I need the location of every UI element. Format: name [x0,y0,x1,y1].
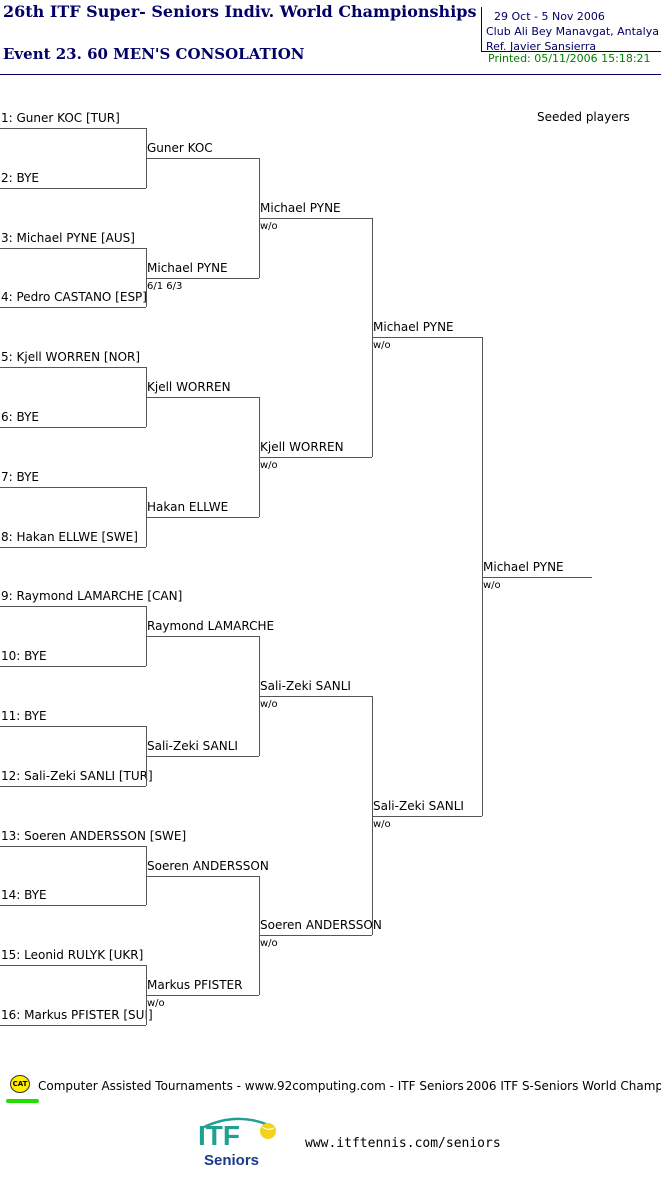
bracket-line [0,846,146,847]
draw-entry: 13: Soeren ANDERSSON [SWE] [1,829,187,843]
bracket-connector [146,846,147,905]
bracket-line [146,278,259,279]
itf-seniors-logo: ITF Seniors [196,1112,276,1172]
draw-entry: 11: BYE [1,709,47,723]
footer-event-name: 2006 ITF S-Seniors World Champ [466,1079,661,1093]
bracket-line [0,188,146,189]
event-dates: 29 Oct - 5 Nov 2006 [494,10,605,23]
bracket-line [0,1025,146,1026]
draw-entry: 14: BYE [1,888,47,902]
bracket-connector [146,248,147,307]
match-winner: Sali-Zeki SANLI [260,679,351,693]
cat-logo-icon: CAT [10,1075,30,1093]
draw-entry: 12: Sali-Zeki SANLI [TUR] [1,769,153,783]
bracket-line [146,636,259,637]
match-winner: Michael PYNE [483,560,564,574]
match-winner: Guner KOC [147,141,213,155]
bracket-line [259,935,372,936]
bracket-line [372,337,482,338]
bracket-line [146,995,259,996]
draw-entry: 8: Hakan ELLWE [SWE] [1,530,138,544]
draw-entry: 10: BYE [1,649,47,663]
bracket-line [0,547,146,548]
bracket-line [482,577,592,578]
header-divider [0,74,661,75]
bracket-line [0,905,146,906]
bracket-line [0,487,146,488]
match-winner: Sali-Zeki SANLI [147,739,238,753]
bracket-line [0,606,146,607]
match-score: w/o [147,998,165,1009]
match-winner: Soeren ANDERSSON [147,859,269,873]
bracket-line [146,397,259,398]
match-score: w/o [373,340,391,351]
draw-entry: 2: BYE [1,171,39,185]
itf-seniors-link[interactable]: www.itftennis.com/seniors [305,1136,501,1151]
bracket-line [0,965,146,966]
event-venue: Club Ali Bey Manavgat, Antalya [486,25,659,38]
draw-entry: 9: Raymond LAMARCHE [CAN] [1,589,183,603]
bracket-line [0,307,146,308]
championship-title: 26th ITF Super- Seniors Indiv. World Cha… [3,2,477,21]
tennis-ball-icon [201,1117,276,1139]
bracket-line [259,696,372,697]
match-score: 6/1 6/3 [147,281,183,292]
draw-entry: 5: Kjell WORREN [NOR] [1,350,141,364]
match-winner: Michael PYNE [147,261,228,275]
bracket-line [372,816,482,817]
draw-entry: 1: Guner KOC [TUR] [1,111,120,125]
bracket-connector [372,696,373,935]
draw-entry: 7: BYE [1,470,39,484]
bracket-line [146,756,259,757]
itf-logo-subtitle: Seniors [204,1152,260,1169]
match-winner: Kjell WORREN [260,440,344,454]
draw-entry: 15: Leonid RULYK [UKR] [1,948,144,962]
match-winner: Kjell WORREN [147,380,231,394]
match-winner: Soeren ANDERSSON [260,918,382,932]
itf-logo-text: ITF [198,1120,240,1151]
match-winner: Sali-Zeki SANLI [373,799,464,813]
bracket-line [146,876,259,877]
draw-entry: 6: BYE [1,410,39,424]
match-score: w/o [260,699,278,710]
bracket-line [0,128,146,129]
footer-credit: Computer Assisted Tournaments - www.92co… [38,1079,464,1093]
match-score: w/o [260,938,278,949]
draw-entry: 3: Michael PYNE [AUS] [1,231,135,245]
bracket-line [0,427,146,428]
bracket-line [0,786,146,787]
match-winner: Markus PFISTER [147,978,243,992]
bracket-line [0,367,146,368]
seeded-players-label: Seeded players [537,110,630,124]
bracket-line [146,517,259,518]
bracket-line [146,158,259,159]
bracket-connector [482,337,483,816]
info-box [481,7,661,52]
printed-timestamp: Printed: 05/11/2006 15:18:21 [488,52,651,65]
match-score: w/o [483,580,501,591]
match-winner: Raymond LAMARCHE [147,619,275,633]
bracket-line [0,666,146,667]
referee: Ref. Javier Sansierra [486,40,597,52]
match-winner: Michael PYNE [260,201,341,215]
bracket-line [0,248,146,249]
event-title: Event 23. 60 MEN'S CONSOLATION [3,45,305,63]
match-winner: Hakan ELLWE [147,500,229,514]
cat-logo-text: CAT [12,1080,28,1088]
match-score: w/o [373,819,391,830]
draw-entry: 16: Markus PFISTER [SUI] [1,1008,153,1022]
bracket-line [259,457,372,458]
bracket-line [0,726,146,727]
bracket-line [259,218,372,219]
cat-underline [6,1099,39,1103]
draw-entry: 4: Pedro CASTANO [ESP] [1,290,147,304]
match-winner: Michael PYNE [373,320,454,334]
match-score: w/o [260,221,278,232]
match-score: w/o [260,460,278,471]
